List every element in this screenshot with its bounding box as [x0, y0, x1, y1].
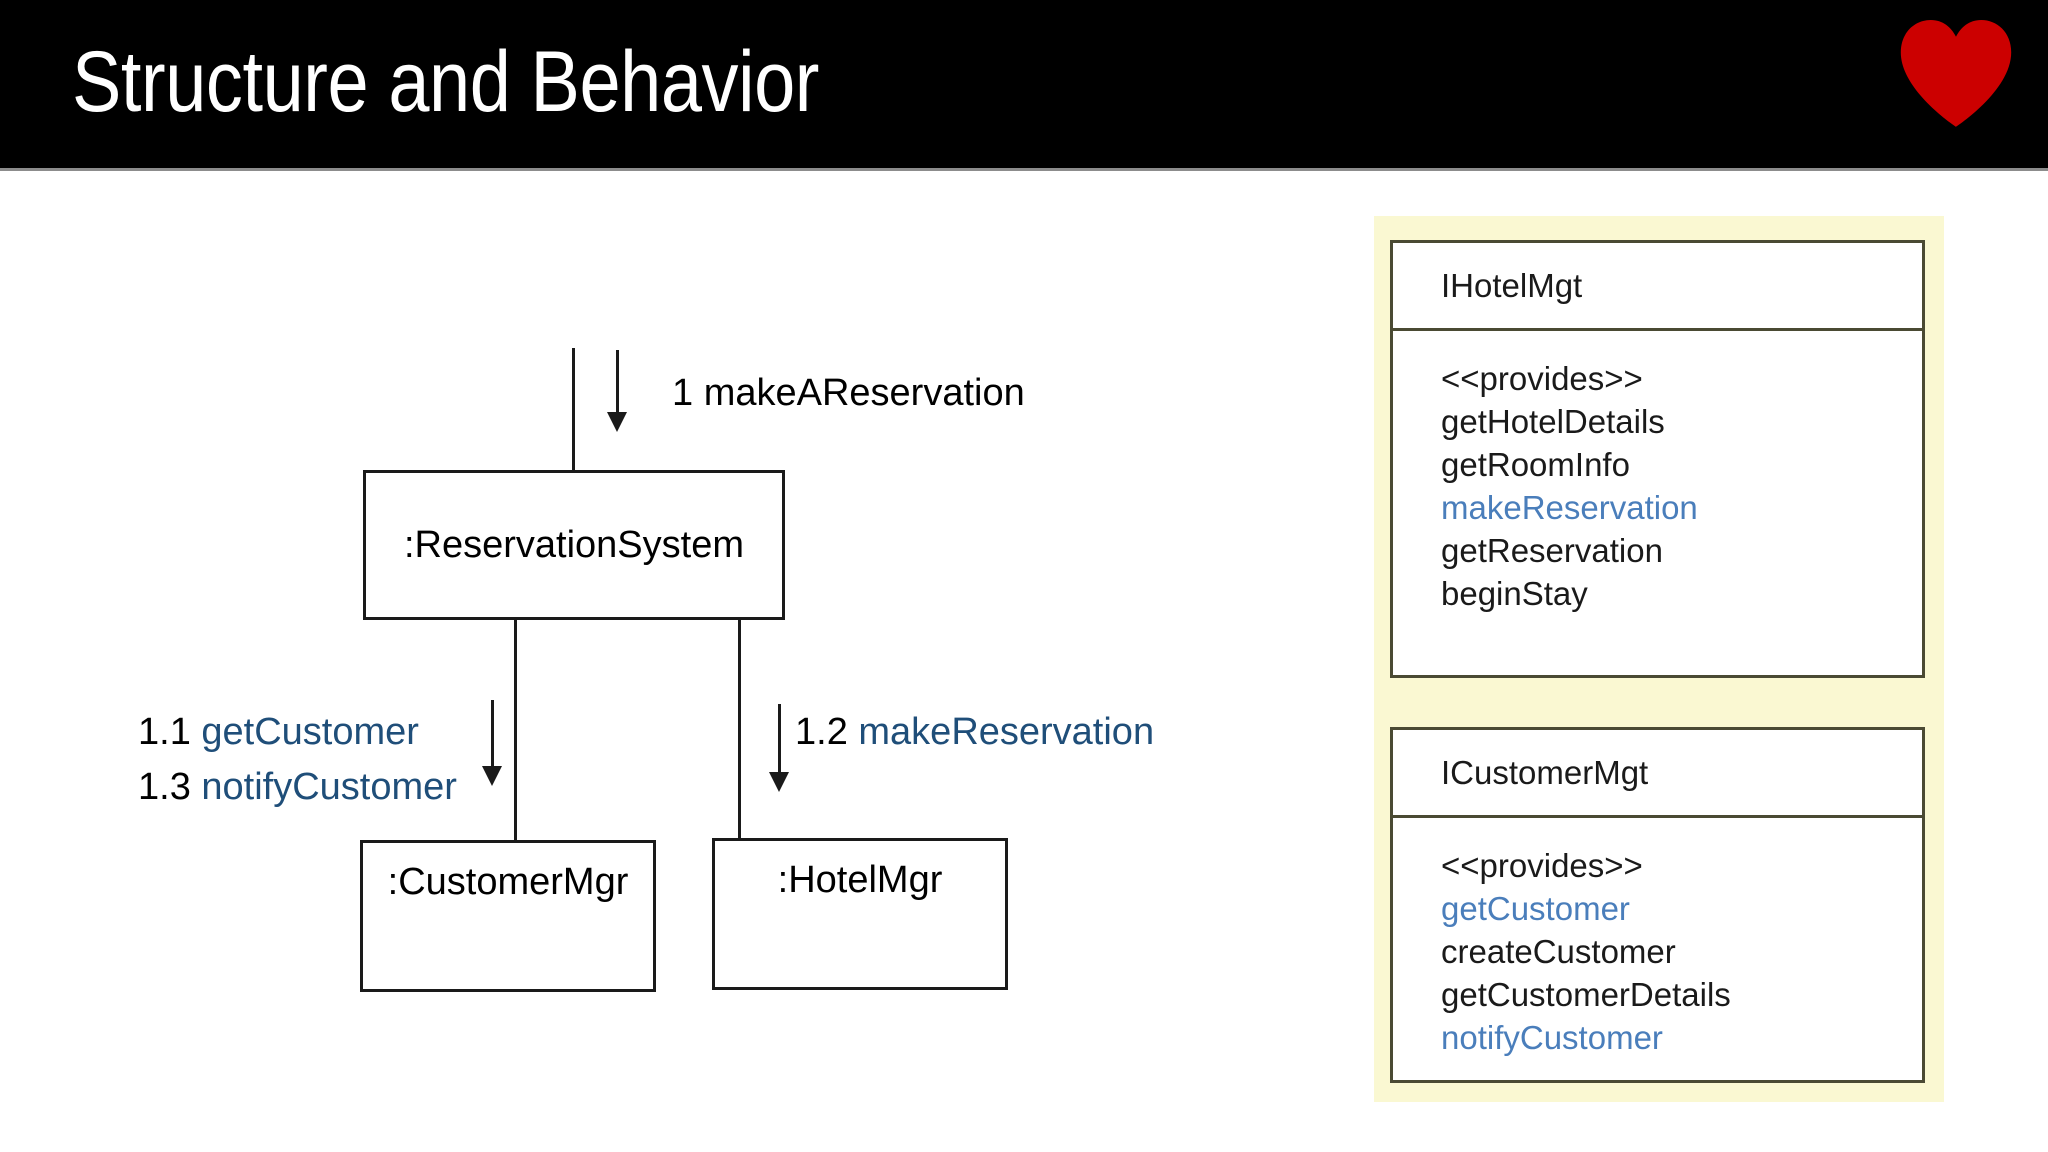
interface-operation: getRoomInfo: [1441, 446, 1630, 483]
interface-operations-ihotelmgt: <<provides>> getHotelDetails getRoomInfo…: [1393, 331, 1922, 615]
interface-operation: makeReservation: [1441, 489, 1698, 526]
banner-divider: [0, 168, 2048, 171]
interface-operations-icustomermgt: <<provides>> getCustomer createCustomer …: [1393, 818, 1922, 1059]
interface-operation: notifyCustomer: [1441, 1019, 1663, 1056]
interface-operation: getHotelDetails: [1441, 403, 1665, 440]
message-seq-1: 1: [672, 372, 704, 414]
title-banner: [0, 0, 2048, 168]
interface-operation: getCustomerDetails: [1441, 976, 1731, 1013]
page-title: Structure and Behavior: [72, 33, 820, 130]
association-line-reservationsystem-to-customermgr: [514, 618, 517, 842]
message-arrow-1-1: [482, 700, 502, 786]
message-op-1-2: makeReservation: [858, 711, 1155, 753]
uml-object-hotelmgr: :HotelMgr: [712, 838, 1008, 990]
message-arrow-1: [607, 350, 627, 432]
message-label-1-2: 1.2 makeReservation: [795, 711, 1154, 754]
message-op-1-1: getCustomer: [201, 711, 419, 753]
interface-operation: getReservation: [1441, 532, 1663, 569]
message-seq-1-2: 1.2: [795, 711, 859, 753]
message-op-1-3: notifyCustomer: [201, 766, 457, 808]
message-seq-1-3: 1.3: [138, 766, 202, 808]
message-op-1: makeAReservation: [703, 372, 1025, 414]
interface-box-ihotelmgt: IHotelMgt <<provides>> getHotelDetails g…: [1390, 240, 1925, 678]
uml-object-reservationsystem: :ReservationSystem: [363, 470, 785, 620]
interface-stereotype: <<provides>>: [1441, 360, 1643, 397]
association-line-reservationsystem-to-hotelmgr: [738, 618, 741, 840]
uml-object-label-hotelmgr: :HotelMgr: [777, 859, 943, 901]
interface-operation: createCustomer: [1441, 933, 1676, 970]
message-arrow-1-2: [769, 704, 789, 792]
message-label-1: 1 makeAReservation: [672, 372, 1025, 415]
interface-name-ihotelmgt: IHotelMgt: [1393, 243, 1922, 331]
interface-name-icustomermgt: ICustomerMgt: [1393, 730, 1922, 818]
interface-stereotype: <<provides>>: [1441, 847, 1643, 884]
uml-object-label-reservationsystem: :ReservationSystem: [403, 523, 744, 566]
interface-operation: getCustomer: [1441, 890, 1630, 927]
association-line-actor-to-reservationsystem: [572, 348, 575, 472]
interface-box-icustomermgt: ICustomerMgt <<provides>> getCustomer cr…: [1390, 727, 1925, 1083]
uml-object-label-customermgr: :CustomerMgr: [387, 861, 629, 903]
interface-operation: beginStay: [1441, 575, 1588, 612]
uml-object-customermgr: :CustomerMgr: [360, 840, 656, 992]
message-label-1-1: 1.1 getCustomer: [138, 711, 419, 754]
message-seq-1-1: 1.1: [138, 711, 202, 753]
heart-icon: [1900, 20, 2012, 127]
message-label-1-3: 1.3 notifyCustomer: [138, 766, 457, 809]
